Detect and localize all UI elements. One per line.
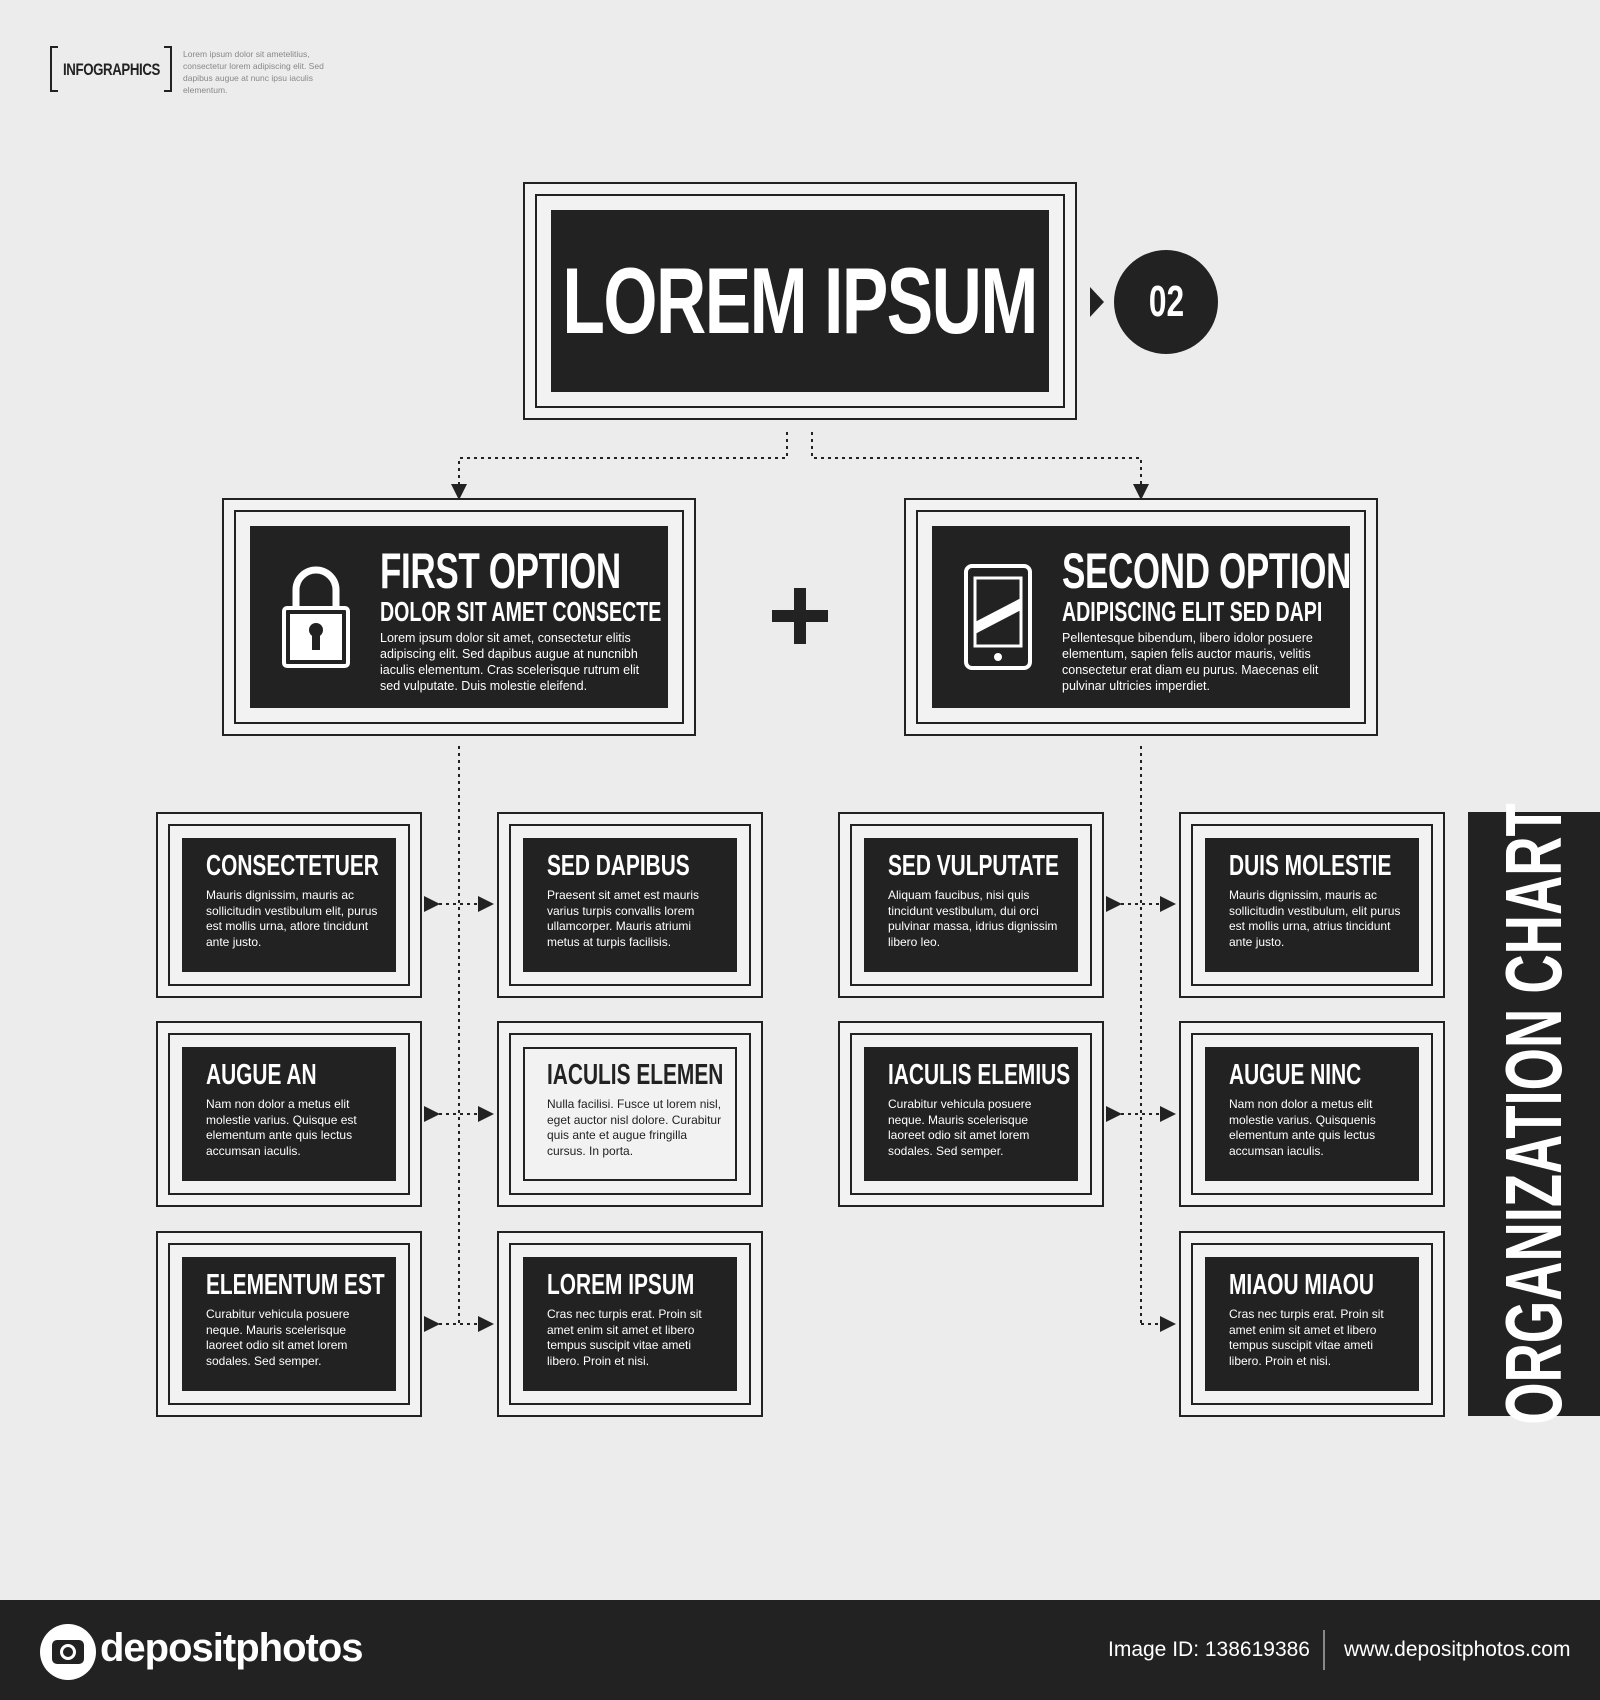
card-text: Curabitur vehicula posuere neque. Mauris… [206, 1307, 350, 1368]
card-title: LOREM IPSUM [547, 1269, 695, 1301]
option-inner-frame [234, 510, 684, 724]
header-description: Lorem ipsum dolor sit ametelitius, conse… [183, 49, 324, 95]
left-bracket [50, 46, 58, 92]
badge-arrow-icon [1090, 287, 1104, 317]
camera-logo-icon [40, 1624, 96, 1680]
option-core: FIRST OPTION DOLOR SIT AMET CONSECTE Lor… [250, 526, 668, 708]
card-title: AUGUE AN [206, 1059, 317, 1091]
card-consectetuer: CONSECTETUER Mauris dignissim, mauris ac… [156, 812, 422, 998]
root-core: LOREM IPSUM [551, 210, 1049, 392]
card-inner-frame [1191, 1243, 1433, 1405]
card-augue-ninc: AUGUE NINC Nam non dolor a metus elit mo… [1179, 1021, 1445, 1207]
card-core: CONSECTETUER Mauris dignissim, mauris ac… [182, 838, 396, 972]
option-subtitle: DOLOR SIT AMET CONSECTE [380, 596, 662, 627]
card-duis-molestie: DUIS MOLESTIE Mauris dignissim, mauris a… [1179, 812, 1445, 998]
card-title: IACULIS ELEMEN [547, 1059, 724, 1091]
brand-label: INFOGRAPHICS [63, 60, 160, 79]
card-core: IACULIS ELEMIUS Curabitur vehicula posue… [864, 1047, 1078, 1181]
card-title: IACULIS ELEMIUS [888, 1059, 1071, 1091]
vertical-banner: ORGANIZATION CHART [1468, 803, 1600, 1425]
card-title: SED DAPIBUS [547, 850, 690, 882]
card-text: Cras nec turpis erat. Proin sit amet eni… [1229, 1307, 1384, 1368]
card-title: AUGUE NINC [1229, 1059, 1362, 1091]
card-text: Mauris dignissim, mauris ac sollicitudin… [206, 888, 378, 949]
card-inner-frame [850, 1033, 1092, 1195]
card-augue-an: AUGUE AN Nam non dolor a metus elit mole… [156, 1021, 422, 1207]
card-inner-frame [509, 1033, 751, 1195]
root-title: LOREM IPSUM [562, 248, 1039, 353]
connector-root-second [811, 432, 1149, 500]
option-subtitle: ADIPISCING ELIT SED DAPI [1062, 596, 1323, 627]
card-inner-frame [168, 1033, 410, 1195]
card-inner-frame [509, 1243, 751, 1405]
card-lorem-ipsum: LOREM IPSUM Cras nec turpis erat. Proin … [497, 1231, 763, 1417]
card-text: Praesent sit amet est mauris varius turp… [547, 888, 700, 949]
card-sed-dapibus: SED DAPIBUS Praesent sit amet est mauris… [497, 812, 763, 998]
card-core: AUGUE NINC Nam non dolor a metus elit mo… [1205, 1047, 1419, 1181]
card-title: SED VULPUTATE [888, 850, 1059, 882]
option-title: FIRST OPTION [380, 543, 621, 599]
card-elementum-est: ELEMENTUM EST Curabitur vehicula posuere… [156, 1231, 422, 1417]
card-title: CONSECTETUER [206, 850, 379, 882]
option-text: Pellentesque bibendum, libero idolor pos… [1062, 631, 1319, 693]
footer-divider [1323, 1630, 1325, 1670]
card-title: MIAOU MIAOU [1229, 1269, 1374, 1301]
footer: depositphotos Image ID: 138619386 www.de… [0, 1600, 1600, 1700]
card-core: SED VULPUTATE Aliquam faucibus, nisi qui… [864, 838, 1078, 972]
card-text: Nulla facilisi. Fusce ut lorem nisl, ege… [547, 1097, 722, 1158]
card-inner-frame [509, 824, 751, 986]
card-text: Nam non dolor a metus elit molestie vari… [206, 1097, 357, 1158]
option-text: Lorem ipsum dolor sit amet, consectetur … [380, 631, 640, 693]
root-node: LOREM IPSUM [523, 182, 1077, 420]
site-link[interactable]: www.depositphotos.com [1344, 1638, 1571, 1661]
card-core: AUGUE AN Nam non dolor a metus elit mole… [182, 1047, 396, 1181]
padlock-icon [282, 566, 350, 668]
second-option-node: SECOND OPTION ADIPISCING ELIT SED DAPI P… [904, 498, 1378, 736]
card-inner-frame [168, 824, 410, 986]
card-text: Mauris dignissim, mauris ac sollicitudin… [1229, 888, 1401, 949]
card-inner-frame [168, 1243, 410, 1405]
card-iaculis-elemen: IACULIS ELEMEN Nulla facilisi. Fusce ut … [497, 1021, 763, 1207]
card-title: DUIS MOLESTIE [1229, 850, 1392, 882]
card-sed-vulputate: SED VULPUTATE Aliquam faucibus, nisi qui… [838, 812, 1104, 998]
card-text: Nam non dolor a metus elit molestie vari… [1229, 1097, 1376, 1158]
card-core: ELEMENTUM EST Curabitur vehicula posuere… [182, 1257, 396, 1391]
card-inner-frame [1191, 1033, 1433, 1195]
card-title: ELEMENTUM EST [206, 1269, 385, 1301]
plus-icon [772, 588, 828, 644]
logo-text: depositphotos [100, 1626, 364, 1670]
card-text: Curabitur vehicula posuere neque. Mauris… [888, 1097, 1032, 1158]
card-inner-frame [1191, 824, 1433, 986]
connector-root-first [451, 432, 788, 500]
image-id: Image ID: 138619386 [1108, 1638, 1310, 1661]
card-core: MIAOU MIAOU Cras nec turpis erat. Proin … [1205, 1257, 1419, 1391]
badge-number: 02 [1148, 277, 1184, 326]
card-iaculis-elemius: IACULIS ELEMIUS Curabitur vehicula posue… [838, 1021, 1104, 1207]
root-inner-frame [535, 194, 1065, 408]
card-inner-frame [850, 824, 1092, 986]
camera-lens [60, 1644, 76, 1660]
vertical-label: ORGANIZATION CHART [1489, 803, 1578, 1425]
brand-box: INFOGRAPHICS [50, 46, 172, 92]
card-core: DUIS MOLESTIE Mauris dignissim, mauris a… [1205, 838, 1419, 972]
card-miaou-miaou: MIAOU MIAOU Cras nec turpis erat. Proin … [1179, 1231, 1445, 1417]
step-badge: 02 [1114, 250, 1218, 354]
card-core: SED DAPIBUS Praesent sit amet est mauris… [523, 838, 737, 972]
option-title: SECOND OPTION [1062, 543, 1352, 599]
option-inner-frame [916, 510, 1366, 724]
right-bracket [164, 46, 172, 92]
card-text: Aliquam faucibus, nisi quis tincidunt ve… [888, 888, 1058, 949]
card-text: Cras nec turpis erat. Proin sit amet eni… [547, 1307, 702, 1368]
option-core: SECOND OPTION ADIPISCING ELIT SED DAPI P… [932, 526, 1352, 708]
card-core-highlighted: IACULIS ELEMEN Nulla facilisi. Fusce ut … [523, 1047, 737, 1181]
tablet-icon [964, 564, 1032, 670]
first-option-node: FIRST OPTION DOLOR SIT AMET CONSECTE Lor… [222, 498, 696, 736]
card-core: LOREM IPSUM Cras nec turpis erat. Proin … [523, 1257, 737, 1391]
